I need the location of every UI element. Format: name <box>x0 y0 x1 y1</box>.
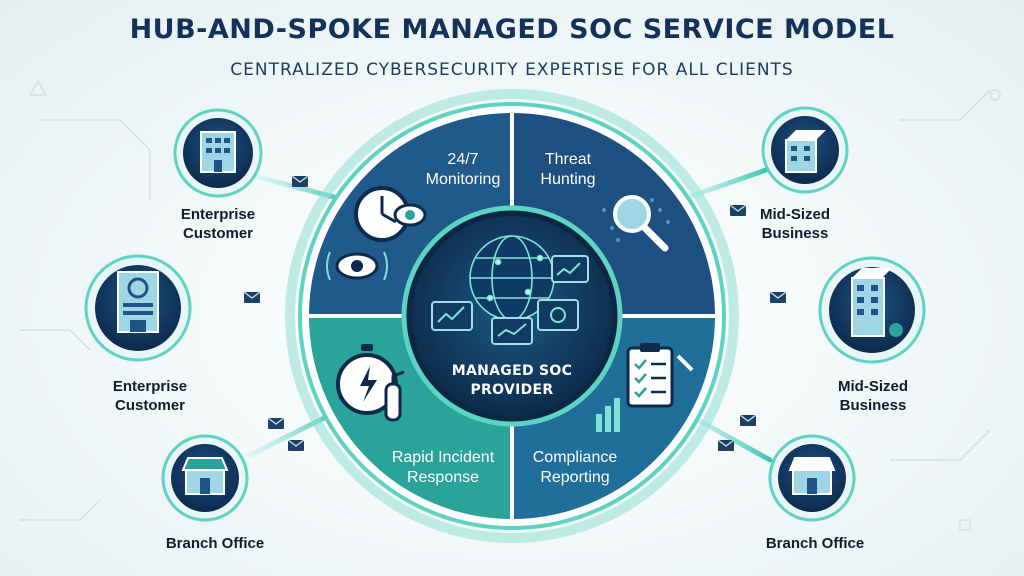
client-enterprise-customer-2 <box>84 254 192 362</box>
client-label-branch-2: Branch Office <box>740 534 890 553</box>
stopwatch-extinguisher-icon <box>336 344 405 422</box>
storefront-icon <box>181 457 229 495</box>
globe-icon <box>469 235 555 321</box>
monitor-icon <box>551 255 589 283</box>
magnifier-icon <box>602 195 670 252</box>
client-label-mid-sized-1: Mid-Sized Business <box>720 205 870 243</box>
office-building-icon <box>200 131 236 173</box>
monitor-icons <box>431 255 589 345</box>
envelope-icon <box>267 417 285 429</box>
tall-building-icon <box>851 268 903 337</box>
outer-glow-ring <box>285 89 739 543</box>
client-line2: Customer <box>182 225 253 242</box>
monitor-icon <box>431 301 473 331</box>
client-branch-office-1 <box>161 434 249 522</box>
building-icon <box>785 130 826 173</box>
page-title: HUB-AND-SPOKE MANAGED SOC SERVICE MODEL <box>129 14 895 45</box>
envelope-icon <box>717 439 735 451</box>
corporate-tower-icon <box>117 271 159 333</box>
client-line1: Enterprise <box>180 206 256 223</box>
client-line2: Customer <box>114 397 185 414</box>
service-line1: Rapid Incident <box>391 449 495 466</box>
client-line1: Mid-Sized <box>760 206 830 223</box>
background-decoration <box>20 79 1001 531</box>
client-mid-sized-business-2 <box>818 256 926 364</box>
service-label-monitoring: 24/7 Monitoring <box>418 150 508 190</box>
service-label-threat-hunting: Threat Hunting <box>518 150 618 190</box>
service-line1: Threat <box>544 151 592 168</box>
envelope-icon <box>739 414 757 426</box>
hub-label-line2: PROVIDER <box>470 382 554 398</box>
envelope-icons <box>243 175 787 451</box>
client-label-enterprise-1: Enterprise Customer <box>143 205 293 243</box>
service-line2: Reporting <box>540 469 610 486</box>
monitor-icon <box>537 299 579 331</box>
client-line1: Enterprise <box>112 378 188 395</box>
client-enterprise-customer-1 <box>173 108 263 198</box>
service-line1: Compliance <box>532 449 618 466</box>
service-line2: Monitoring <box>425 171 501 188</box>
service-label-incident-response: Rapid Incident Response <box>383 448 503 488</box>
service-line1: 24/7 <box>447 151 479 168</box>
client-label-branch-1: Branch Office <box>140 534 290 553</box>
monitor-icon <box>491 317 533 345</box>
client-line2: Business <box>761 225 829 242</box>
storefront-icon <box>788 457 836 495</box>
client-line1: Branch Office <box>165 535 265 552</box>
client-label-mid-sized-2: Mid-Sized Business <box>798 377 948 415</box>
clipboard-icon <box>596 343 694 432</box>
page-subtitle: CENTRALIZED CYBERSECURITY EXPERTISE FOR … <box>230 60 794 80</box>
envelope-icon <box>291 175 309 187</box>
hub-label-line1: MANAGED SOC <box>451 363 573 379</box>
client-branch-office-2 <box>768 434 856 522</box>
service-line2: Hunting <box>540 171 596 188</box>
envelope-icon <box>243 291 261 303</box>
client-mid-sized-business-1 <box>761 106 849 194</box>
envelope-icon <box>729 204 747 216</box>
hub-label: MANAGED SOC PROVIDER <box>430 362 594 400</box>
client-line1: Mid-Sized <box>838 378 908 395</box>
service-label-compliance: Compliance Reporting <box>520 448 630 488</box>
client-line1: Branch Office <box>765 535 865 552</box>
client-nodes <box>84 106 926 522</box>
service-line2: Response <box>406 469 480 486</box>
envelope-icon <box>287 439 305 451</box>
envelope-icon <box>769 291 787 303</box>
client-line2: Business <box>839 397 907 414</box>
clock-eye-icon <box>326 186 427 281</box>
client-label-enterprise-2: Enterprise Customer <box>75 377 225 415</box>
